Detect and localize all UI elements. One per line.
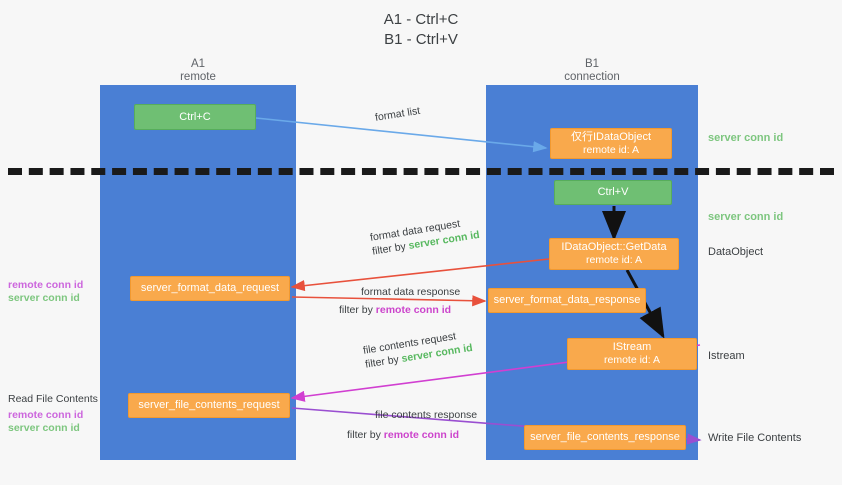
node-istream-label: IStream <box>612 341 652 353</box>
edge-label-format-data-response-filter: filter by remote conn id <box>339 303 460 317</box>
right-label-istream: Istream <box>708 350 745 362</box>
edge-label-file-contents-response: file contents response filter by remote … <box>347 408 478 442</box>
column-header-b1: B1 connection <box>532 58 652 84</box>
filter-prefix: filter by <box>339 304 376 316</box>
left-label-file-server-conn-id: server conn id <box>8 422 80 434</box>
left-label-file-remote-conn-id: remote conn id <box>8 409 84 421</box>
right-label-write-file-contents: Write File Contents <box>708 432 802 444</box>
left-label-format-conn-ids: remote conn id server conn id <box>8 279 83 305</box>
node-getdata-label: IDataObject::GetData <box>561 241 667 253</box>
right-label-dataobject: DataObject <box>708 246 764 258</box>
edge-label-file-contents-response-text: file contents response <box>375 409 478 421</box>
node-ctrl-c[interactable]: Ctrl+C <box>134 104 256 130</box>
edge-label-format-data-response-text: format data response <box>361 286 461 298</box>
column-a1-role: remote <box>180 71 216 83</box>
right-label-server-conn-id-mid: server conn id <box>708 211 784 223</box>
edge-label-format-data-response: format data response filter by remote co… <box>339 285 461 317</box>
edge-label-format-list: format list <box>374 105 421 125</box>
node-server-format-data-request-label: server_format_data_request <box>140 282 280 294</box>
column-b1-name: B1 <box>584 58 600 70</box>
filter-value: remote conn id <box>375 304 452 316</box>
node-server-file-contents-response[interactable]: server_file_contents_response <box>524 425 686 450</box>
node-server-file-contents-request[interactable]: server_file_contents_request <box>128 393 290 418</box>
left-label-format-server-conn-id: server conn id <box>8 292 80 304</box>
arrow-format-data-response <box>291 295 487 307</box>
left-label-read-file-contents-group: Read File Contents remote conn id server… <box>8 393 98 435</box>
node-istream-sub: remote id: A <box>603 354 661 366</box>
right-label-server-conn-id-top: server conn id <box>708 132 784 144</box>
node-getdata[interactable]: IDataObject::GetData remote id: A <box>549 238 679 270</box>
node-istream[interactable]: IStream remote id: A <box>567 338 697 370</box>
node-server-file-contents-request-label: server_file_contents_request <box>138 399 280 411</box>
node-server-file-contents-response-label: server_file_contents_response <box>530 431 680 443</box>
diagram-title: A1 - Ctrl+C B1 - Ctrl+V <box>0 10 842 50</box>
edge-label-file-contents-response-filter: filter by remote conn id <box>347 428 477 442</box>
filter-value: remote conn id <box>383 429 460 441</box>
node-server-format-data-request[interactable]: server_format_data_request <box>130 276 290 301</box>
column-a1-name: A1 <box>190 58 206 70</box>
node-getdata-sub: remote id: A <box>585 254 643 266</box>
node-idataobject-label: 仅行IDataObject <box>570 130 652 143</box>
node-idataobject-sub: remote id: A <box>582 143 640 156</box>
separator-dashed-line <box>8 168 834 175</box>
left-label-format-remote-conn-id: remote conn id <box>8 279 84 291</box>
node-server-format-data-response[interactable]: server_format_data_response <box>488 288 646 313</box>
arrow-format-list <box>255 117 548 153</box>
node-ctrl-c-label: Ctrl+C <box>179 110 211 123</box>
node-server-format-data-response-label: server_format_data_response <box>493 294 641 306</box>
column-b1-role: connection <box>564 71 620 83</box>
title-line-1: A1 - Ctrl+C <box>383 11 459 28</box>
arrow-format-data-request <box>290 258 550 292</box>
title-line-2: B1 - Ctrl+V <box>384 31 458 48</box>
filter-prefix: filter by <box>347 429 384 441</box>
node-idataobject[interactable]: 仅行IDataObject remote id: A <box>550 128 672 159</box>
node-ctrl-v[interactable]: Ctrl+V <box>554 180 672 205</box>
left-label-read-file-contents: Read File Contents <box>8 393 98 405</box>
node-ctrl-v-label: Ctrl+V <box>597 186 629 198</box>
column-header-a1: A1 remote <box>138 58 258 84</box>
